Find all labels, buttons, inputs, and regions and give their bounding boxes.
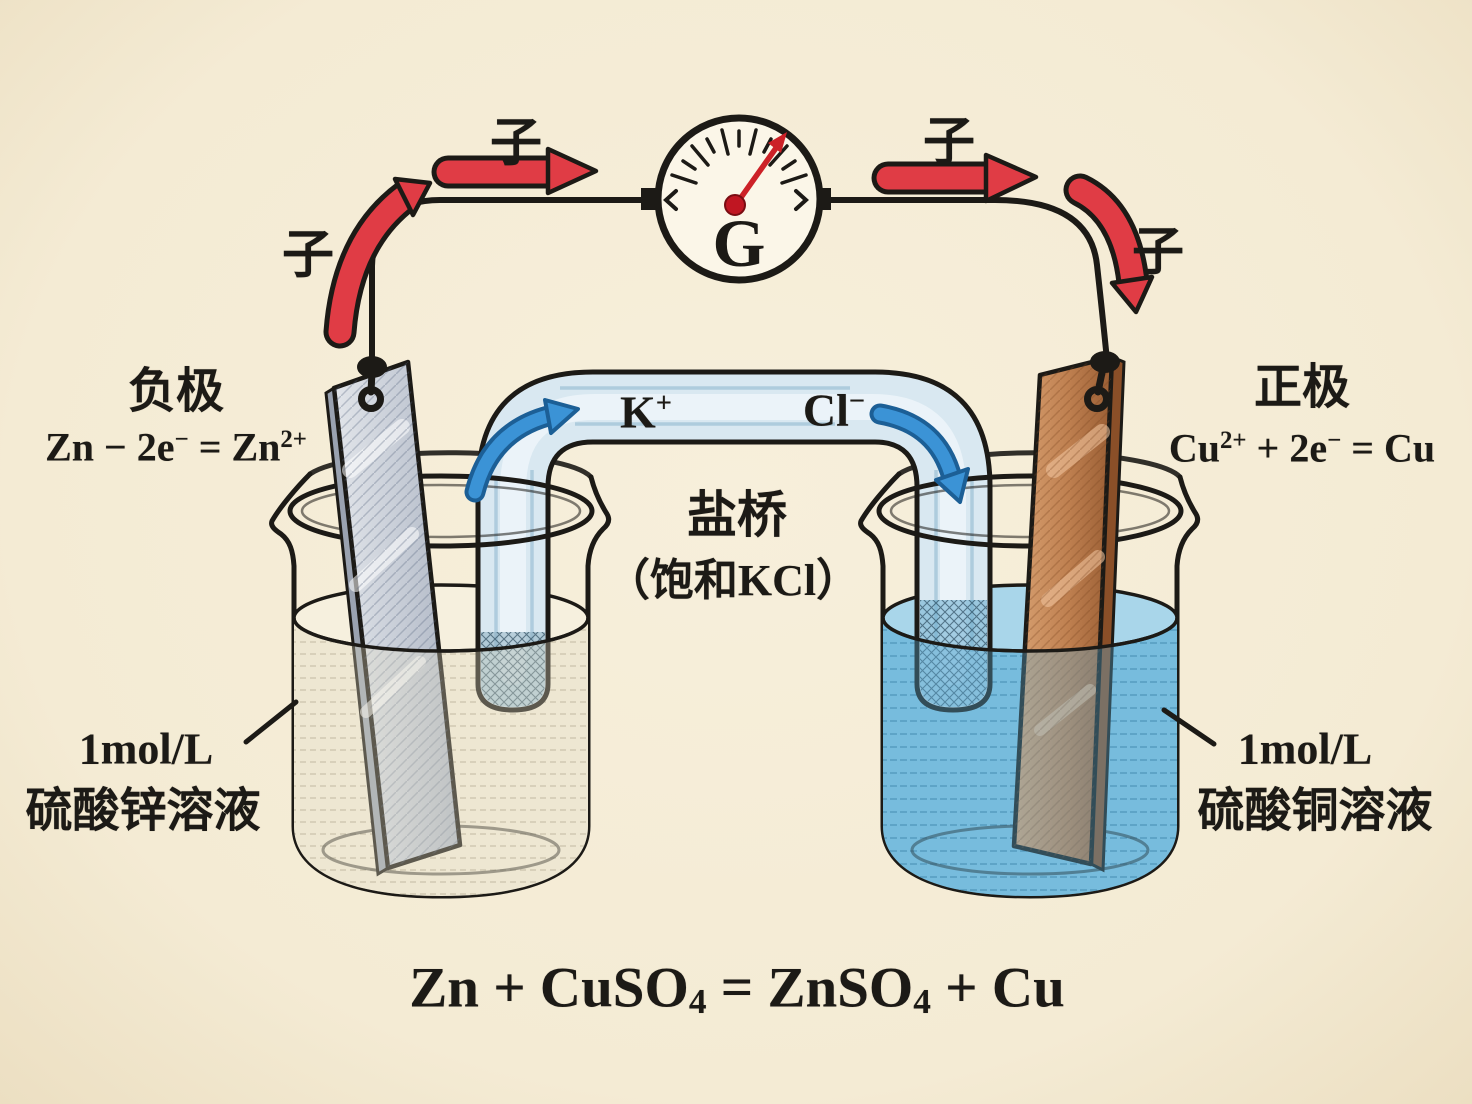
right-wire	[819, 197, 1110, 363]
left-solution-name: 硫酸锌溶液	[25, 785, 261, 838]
meter-needle	[732, 145, 779, 209]
salt-bridge-left-tip-texture	[481, 632, 545, 707]
zinc-clip	[357, 356, 387, 378]
anode-title: 负极	[127, 365, 225, 418]
electron-label-top-right: 子	[922, 114, 976, 172]
anion-arrow	[869, 403, 970, 504]
right-solution-leader	[1161, 707, 1217, 747]
cation-label: K+	[619, 386, 673, 438]
left-surface-front-line	[292, 617, 590, 653]
meter-terminal-left	[641, 188, 659, 210]
electron-arrows	[323, 146, 1155, 349]
salt-bridge-title: 盐桥	[687, 487, 787, 543]
copper-clip	[1090, 351, 1120, 373]
anode-half-reaction: Zn − 2e− = Zn2+	[45, 424, 307, 470]
zinc-electrode	[324, 359, 463, 877]
right-liquid-tint	[883, 618, 1177, 896]
electron-arrow-up-left	[323, 176, 433, 349]
copper-hatch	[1014, 357, 1112, 864]
meter-needle-head	[768, 132, 787, 153]
electron-label-left: 子	[281, 227, 335, 285]
meter-chevron-right	[794, 189, 809, 211]
left-wire	[369, 197, 652, 365]
meter-pivot	[724, 194, 746, 216]
galvanometer-label: G	[713, 205, 766, 281]
left-solution-leader	[243, 699, 299, 745]
right-surface-front-line	[881, 617, 1179, 653]
copper-electrode	[1011, 354, 1126, 873]
meter-ticks	[670, 128, 808, 185]
zinc-hatch	[334, 362, 460, 868]
copper-eyelet	[1084, 386, 1110, 412]
electron-label-top-left: 子	[489, 115, 543, 173]
zinc-eyelet	[358, 386, 384, 412]
left-liquid-tint	[294, 618, 588, 896]
electron-arrow-top-left	[431, 146, 599, 196]
right-solution-concentration: 1mol/L	[1237, 724, 1373, 774]
cation-arrow	[464, 398, 580, 503]
ion-arrows	[464, 398, 970, 504]
cathode-half-reaction: Cu2+ + 2e− = Cu	[1168, 425, 1436, 471]
liquid-overlays	[292, 617, 1179, 896]
overall-reaction-equation: Zn + CuSO4 = ZnSO4 + Cu	[409, 956, 1065, 1021]
galvanometer: G	[654, 114, 824, 284]
electron-label-right: 子	[1131, 224, 1185, 282]
electrode-clips	[357, 351, 1120, 412]
electron-arrow-top-right	[871, 152, 1039, 204]
left-rim-inner	[300, 483, 582, 539]
salt-bridge-subtitle: （饱和KCl）	[605, 556, 861, 605]
right-solution-name: 硫酸铜溶液	[1197, 785, 1433, 838]
electron-arrow-down-right	[1063, 173, 1155, 315]
left-rim-ring	[287, 473, 595, 549]
label-leader-lines	[243, 699, 1217, 747]
meter-chevron-left	[663, 189, 678, 211]
anion-label: Cl−	[802, 384, 866, 436]
cathode-title: 正极	[1253, 361, 1351, 414]
salt-bridge-right-tip-texture	[920, 600, 987, 707]
left-solution-concentration: 1mol/L	[78, 724, 214, 774]
